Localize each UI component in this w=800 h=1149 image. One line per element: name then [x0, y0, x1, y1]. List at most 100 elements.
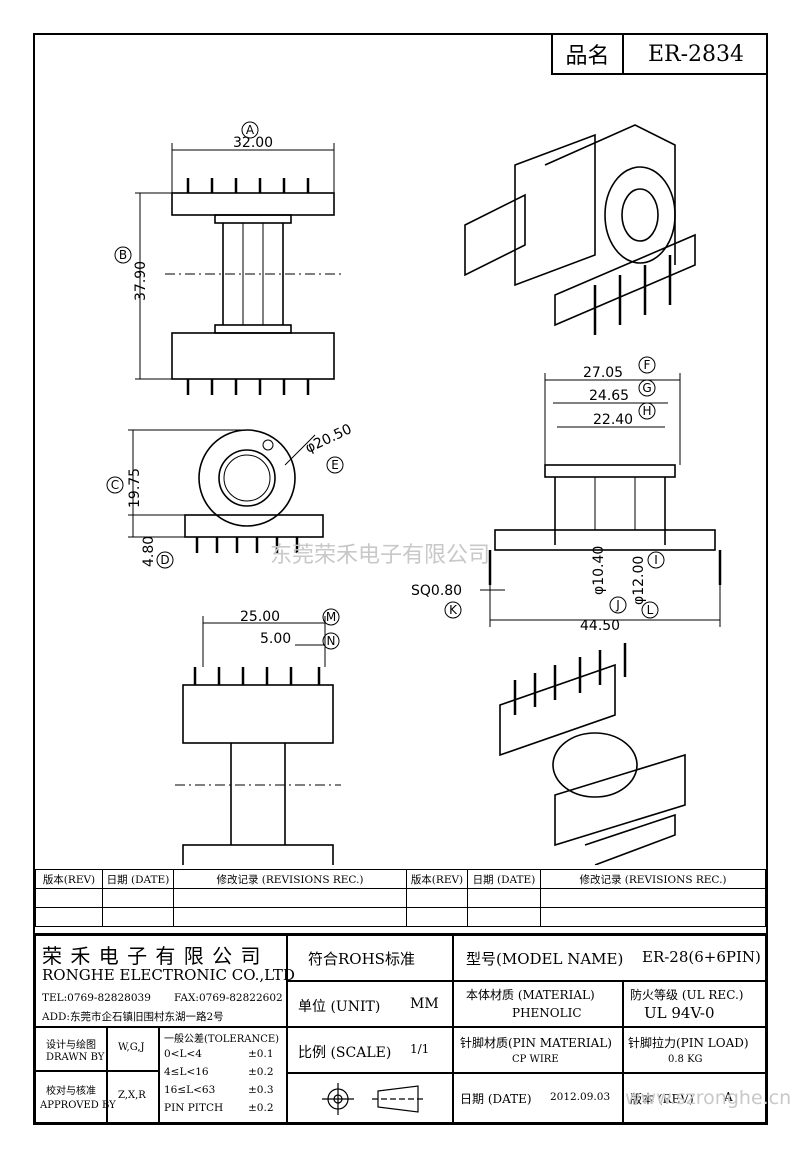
pin-load-cell: 针脚拉力(PIN LOAD) 0.8 KG [623, 1027, 766, 1073]
dim-A-value: 32.00 [233, 135, 273, 151]
revisions-header-2: 修改记录 (REVISIONS REC.) [540, 869, 766, 889]
letter-G-marker: G [638, 379, 656, 397]
pin-material-label: 针脚材质(PIN MATERIAL) [460, 1036, 612, 1050]
rohs-text: 符合ROHS标准 [308, 950, 415, 968]
rev-cell: 版本 (REV) A [623, 1073, 766, 1123]
dim-L-value: 44.50 [580, 618, 620, 634]
tolerance-value: ±0.2 [248, 1102, 274, 1114]
drawn-by-label-cell: 设计与绘图 DRAWN BY [35, 1027, 107, 1071]
svg-text:H: H [642, 404, 651, 418]
company-fax: FAX:0769-82822602 [174, 992, 283, 1004]
rohs-cell: 符合ROHS标准 [287, 935, 453, 981]
tolerance-value: ±0.2 [248, 1066, 274, 1078]
svg-text:D: D [160, 553, 169, 567]
scale-value: 1/1 [410, 1042, 430, 1056]
date-value: 2012.09.03 [550, 1091, 611, 1103]
dim-H-value: 22.40 [593, 412, 633, 428]
product-name-value-cell: ER-2834 [622, 35, 768, 75]
svg-text:J: J [615, 598, 620, 612]
letter-M-marker: M [322, 608, 340, 626]
letter-D-marker: D [156, 551, 174, 569]
bottom-view [175, 616, 341, 865]
material-label: 本体材质 (MATERIAL) [466, 988, 595, 1002]
watermark-center: 东莞荣禾电子有限公司 [270, 543, 491, 568]
tolerance-value: ±0.3 [248, 1084, 274, 1096]
dim-D-value: 4.80 [141, 536, 157, 567]
letter-H-marker: H [638, 402, 656, 420]
letter-F-marker: F [638, 356, 656, 374]
model-cell: 型号(MODEL NAME) ER-28(6+6PIN) [453, 935, 766, 981]
tolerance-range: PIN PITCH [164, 1102, 224, 1114]
company-name-cn: 荣 禾 电 子 有 限 公 司 [42, 944, 262, 968]
side-view [128, 429, 324, 553]
revisions-header: 修改记录 (REVISIONS REC.) [173, 869, 407, 889]
isometric-bottom [499, 643, 686, 865]
pin-load-value: 0.8 KG [668, 1054, 703, 1065]
rev-header: 版本(REV) [35, 869, 103, 889]
rev-label: 版本 (REV) [630, 1092, 694, 1106]
unit-label: 单位 (UNIT) [298, 999, 381, 1015]
dim-B-value: 37.90 [133, 261, 149, 301]
svg-text:C: C [111, 478, 119, 492]
pin-material-cell: 针脚材质(PIN MATERIAL) CP WIRE [453, 1027, 623, 1073]
drawn-by-value: W,G,J [118, 1042, 145, 1053]
unit-value: MM [410, 996, 439, 1012]
date-cell: 日期 (DATE) 2012.09.03 [453, 1073, 623, 1123]
svg-text:F: F [644, 358, 651, 372]
date-header-2: 日期 (DATE) [467, 869, 541, 889]
svg-text:E: E [331, 458, 339, 472]
projection-symbol-icon [322, 1083, 424, 1115]
tolerance-range: 0<L<4 [164, 1048, 202, 1060]
date-label: 日期 (DATE) [460, 1092, 532, 1106]
letter-C-marker: C [106, 476, 124, 494]
svg-text:I: I [654, 553, 658, 567]
technical-drawing: 32.00 37.90 19.75 4.80 φ20.50 27.05 24.6… [106, 121, 722, 865]
flame-value: UL 94V-0 [644, 1004, 715, 1022]
svg-text:N: N [327, 634, 336, 648]
dim-C-value: 19.75 [127, 468, 143, 508]
material-value: PHENOLIC [512, 1006, 582, 1020]
product-name-value: ER-2834 [647, 41, 745, 67]
company-name-en: RONGHE ELECTRONIC CO.,LTD [42, 966, 295, 984]
revision-header-row: 版本(REV) 日期 (DATE) 修改记录 (REVISIONS REC.) … [35, 869, 766, 889]
title-block: 荣 禾 电 子 有 限 公 司 RONGHE ELECTRONIC CO.,LT… [35, 933, 791, 1125]
tolerance-range: 16≤L<63 [164, 1084, 216, 1096]
company-tel: TEL:0769-82828039 [42, 992, 151, 1004]
unit-cell: 单位 (UNIT) MM [287, 981, 453, 1027]
revision-table: 版本(REV) 日期 (DATE) 修改记录 (REVISIONS REC.) … [35, 869, 766, 927]
letter-B-marker: B [114, 246, 132, 264]
tolerance-cell: 一般公差(TOLERANCE) 0<L<4 ±0.1 4≤L<16 ±0.2 1… [159, 1027, 287, 1123]
svg-text:K: K [449, 603, 458, 617]
drawing-sheet: 品名 ER-2834 [33, 33, 791, 1125]
material-cell: 本体材质 (MATERIAL) PHENOLIC [453, 981, 623, 1027]
dim-N-value: 5.00 [260, 631, 291, 647]
product-name-label: 品名 [565, 44, 610, 69]
scale-label: 比例 (SCALE) [298, 1045, 392, 1061]
dim-J-value: φ10.40 [591, 546, 607, 595]
letter-E-marker: E [326, 456, 344, 474]
svg-text:A: A [246, 123, 255, 137]
flame-label: 防火等级 (UL REC.) [630, 988, 744, 1002]
scale-cell: 比例 (SCALE) 1/1 [287, 1027, 453, 1073]
letter-K-marker: K [444, 601, 462, 619]
model-label: 型号(MODEL NAME) [466, 950, 624, 968]
product-name-label-cell: 品名 [551, 35, 622, 75]
rev-header-2: 版本(REV) [406, 869, 468, 889]
svg-text:M: M [326, 610, 336, 624]
approved-by-label-en: APPROVED BY [40, 1100, 116, 1111]
letter-L-marker: L [641, 601, 659, 619]
svg-text:G: G [642, 381, 651, 395]
model-value: ER-28(6+6PIN) [642, 948, 761, 966]
dim-G-value: 24.65 [589, 388, 629, 404]
approved-by-value-cell: Z,X,R [107, 1071, 159, 1123]
projection-symbol-cell [287, 1073, 453, 1123]
section-view [480, 373, 722, 627]
isometric-top [464, 124, 696, 335]
drawn-by-label-cn: 设计与绘图 [46, 1040, 96, 1051]
tolerance-range: 4≤L<16 [164, 1066, 209, 1078]
pin-material-value: CP WIRE [512, 1054, 559, 1065]
dim-I-value: φ12.00 [631, 556, 647, 605]
letter-A-marker: A [241, 121, 259, 139]
drawn-by-value-cell: W,G,J [107, 1027, 159, 1071]
pin-load-label: 针脚拉力(PIN LOAD) [628, 1036, 749, 1050]
